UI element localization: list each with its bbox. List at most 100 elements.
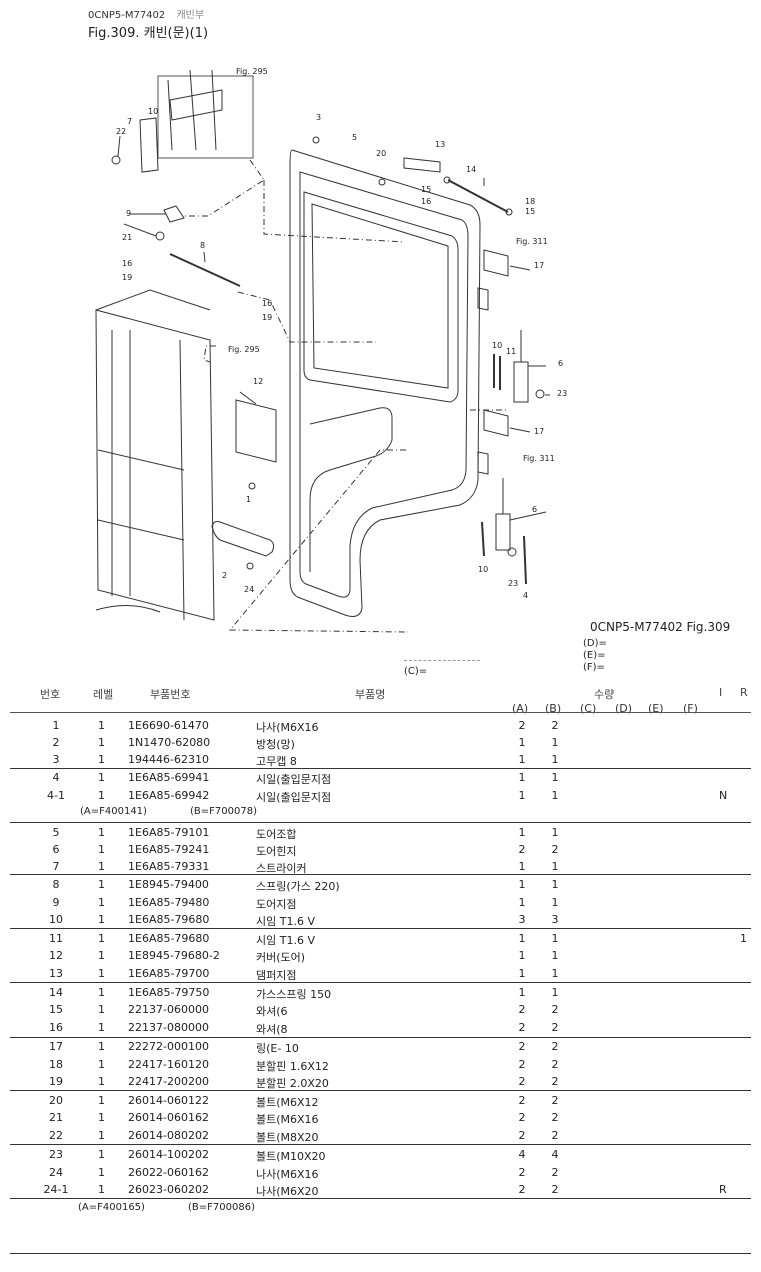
row-level: 1	[98, 753, 105, 766]
row-qty-b: 1	[551, 986, 559, 999]
callout-19: 19	[122, 273, 132, 282]
row-level: 1	[98, 1183, 105, 1196]
row-no: 11	[49, 932, 63, 945]
row-qty-a: 3	[518, 913, 526, 926]
row-no: 19	[49, 1075, 63, 1088]
row-part-no: 22137-060000	[128, 1003, 209, 1016]
row-name: 나사(M6X20	[256, 1185, 319, 1198]
callout-10c: 10	[478, 565, 488, 574]
row-qty-a: 1	[518, 932, 526, 945]
row-qty-b: 4	[551, 1148, 559, 1161]
row-qty-a: 1	[518, 736, 526, 749]
table-rule	[10, 874, 751, 875]
row-level: 1	[98, 932, 105, 945]
row-qty-b: 2	[551, 1040, 559, 1053]
row-part-no: 1E6690-61470	[128, 719, 209, 732]
row-no: 24-1	[43, 1183, 69, 1196]
qty-col-b: (B)	[545, 702, 562, 715]
row-no: 15	[49, 1003, 63, 1016]
figure-code: 0CNP5-M77402 Fig.309	[590, 620, 731, 634]
row-part-no: 22272-000100	[128, 1040, 209, 1053]
row-part-no: 1E8945-79680-2	[128, 949, 220, 962]
row-qty-b: 1	[551, 878, 559, 891]
table-rule	[10, 1144, 751, 1145]
row-level: 1	[98, 878, 105, 891]
callout-16c: 16	[421, 197, 431, 206]
row-name: 도어힌지	[256, 845, 297, 858]
note-d: (D)=	[583, 638, 607, 649]
row-no: 12	[49, 949, 63, 962]
row-qty-a: 1	[518, 967, 526, 980]
row-qty-a: 2	[518, 719, 526, 732]
row-qty-b: 2	[551, 1021, 559, 1034]
row-part-no: 1E6A85-79101	[128, 826, 210, 839]
row-no: 4-1	[47, 789, 65, 802]
serial-b-1: (B=F700078)	[190, 806, 257, 817]
row-qty-a: 1	[518, 949, 526, 962]
callout-19b: 19	[262, 313, 272, 322]
callout-12: 12	[253, 377, 263, 386]
row-level: 1	[98, 1129, 105, 1142]
row-qty-b: 2	[551, 1094, 559, 1107]
row-no: 9	[52, 896, 60, 909]
row-qty-b: 1	[551, 949, 559, 962]
row-qty-b: 1	[551, 932, 559, 945]
row-no: 4	[52, 771, 60, 784]
table-rule	[10, 768, 751, 769]
callout-14: 14	[466, 165, 476, 174]
row-part-no: 26014-060162	[128, 1111, 209, 1124]
row-name: 도어지점	[256, 898, 297, 911]
table-rule	[10, 712, 751, 713]
row-level: 1	[98, 771, 105, 784]
row-part-no: 22417-200200	[128, 1075, 209, 1088]
note-e: (E)=	[583, 650, 606, 661]
row-part-no: 22417-160120	[128, 1058, 209, 1071]
page-title: Fig.309. 캐빈(문)(1)	[88, 26, 209, 41]
row-qty-a: 2	[518, 1183, 526, 1196]
row-part-no: 26014-080202	[128, 1129, 209, 1142]
row-no: 20	[49, 1094, 63, 1107]
row-qty-a: 1	[518, 753, 526, 766]
row-qty-a: 2	[518, 1111, 526, 1124]
row-qty-b: 1	[551, 860, 559, 873]
row-name: 분할핀 1.6X12	[256, 1060, 329, 1073]
row-part-no: 1E6A85-79750	[128, 986, 210, 999]
qty-col-d: (D)	[615, 702, 633, 715]
callout-3: 3	[316, 113, 321, 122]
row-no: 16	[49, 1021, 63, 1034]
row-qty-b: 2	[551, 1058, 559, 1071]
row-level: 1	[98, 1021, 105, 1034]
row-part-no: 22137-080000	[128, 1021, 209, 1034]
row-qty-b: 2	[551, 719, 559, 732]
row-qty-a: 1	[518, 986, 526, 999]
fig-ref-295-mid: Fig. 295	[228, 345, 260, 354]
row-level: 1	[98, 1003, 105, 1016]
row-name: 볼트(M8X20	[256, 1131, 319, 1144]
row-qty-b: 2	[551, 1129, 559, 1142]
row-qty-a: 2	[518, 1003, 526, 1016]
header-r: R	[740, 686, 748, 699]
row-level: 1	[98, 826, 105, 839]
callout-8: 8	[200, 241, 205, 250]
row-name: 링(E- 10	[256, 1042, 299, 1055]
row-name: 와셔(8	[256, 1023, 288, 1036]
callout-10: 10	[148, 107, 158, 116]
row-qty-a: 1	[518, 771, 526, 784]
row-level: 1	[98, 949, 105, 962]
row-qty-a: 2	[518, 1094, 526, 1107]
callout-11: 11	[506, 347, 516, 356]
row-level: 1	[98, 913, 105, 926]
c-note: (C)=	[404, 666, 428, 677]
row-part-no: 26014-060122	[128, 1094, 209, 1107]
row-name: 도어조합	[256, 828, 297, 841]
